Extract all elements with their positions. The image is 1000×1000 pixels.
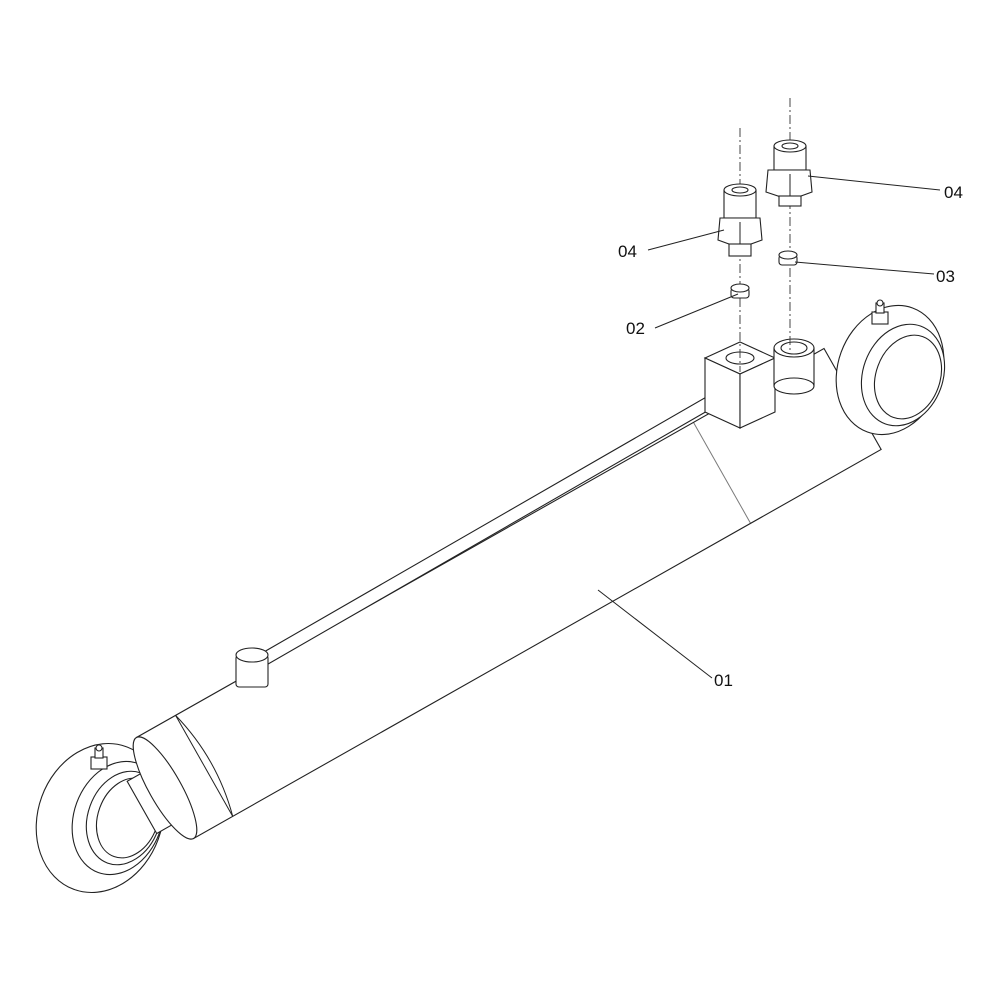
fitting-04-right	[765, 139, 813, 207]
right-grease-nipple	[871, 299, 889, 325]
leader-02	[654, 293, 739, 329]
leader-01	[597, 589, 713, 679]
left-grease-nipple	[90, 744, 108, 770]
port-boss	[773, 338, 815, 395]
leader-04b	[807, 175, 941, 191]
callout-04-left: 04	[618, 242, 637, 261]
leader-03	[794, 261, 935, 275]
callout-01: 01	[714, 671, 733, 690]
callout-02: 02	[626, 319, 645, 338]
leader-04a	[647, 229, 725, 251]
hydraulic-pipe	[235, 387, 729, 688]
right-eye-mount	[835, 304, 946, 436]
callout-03: 03	[936, 267, 955, 286]
fitting-04-left	[717, 183, 763, 257]
cylinder-barrel	[132, 347, 882, 840]
seal-03	[778, 250, 798, 266]
callout-04-right: 04	[944, 183, 963, 202]
